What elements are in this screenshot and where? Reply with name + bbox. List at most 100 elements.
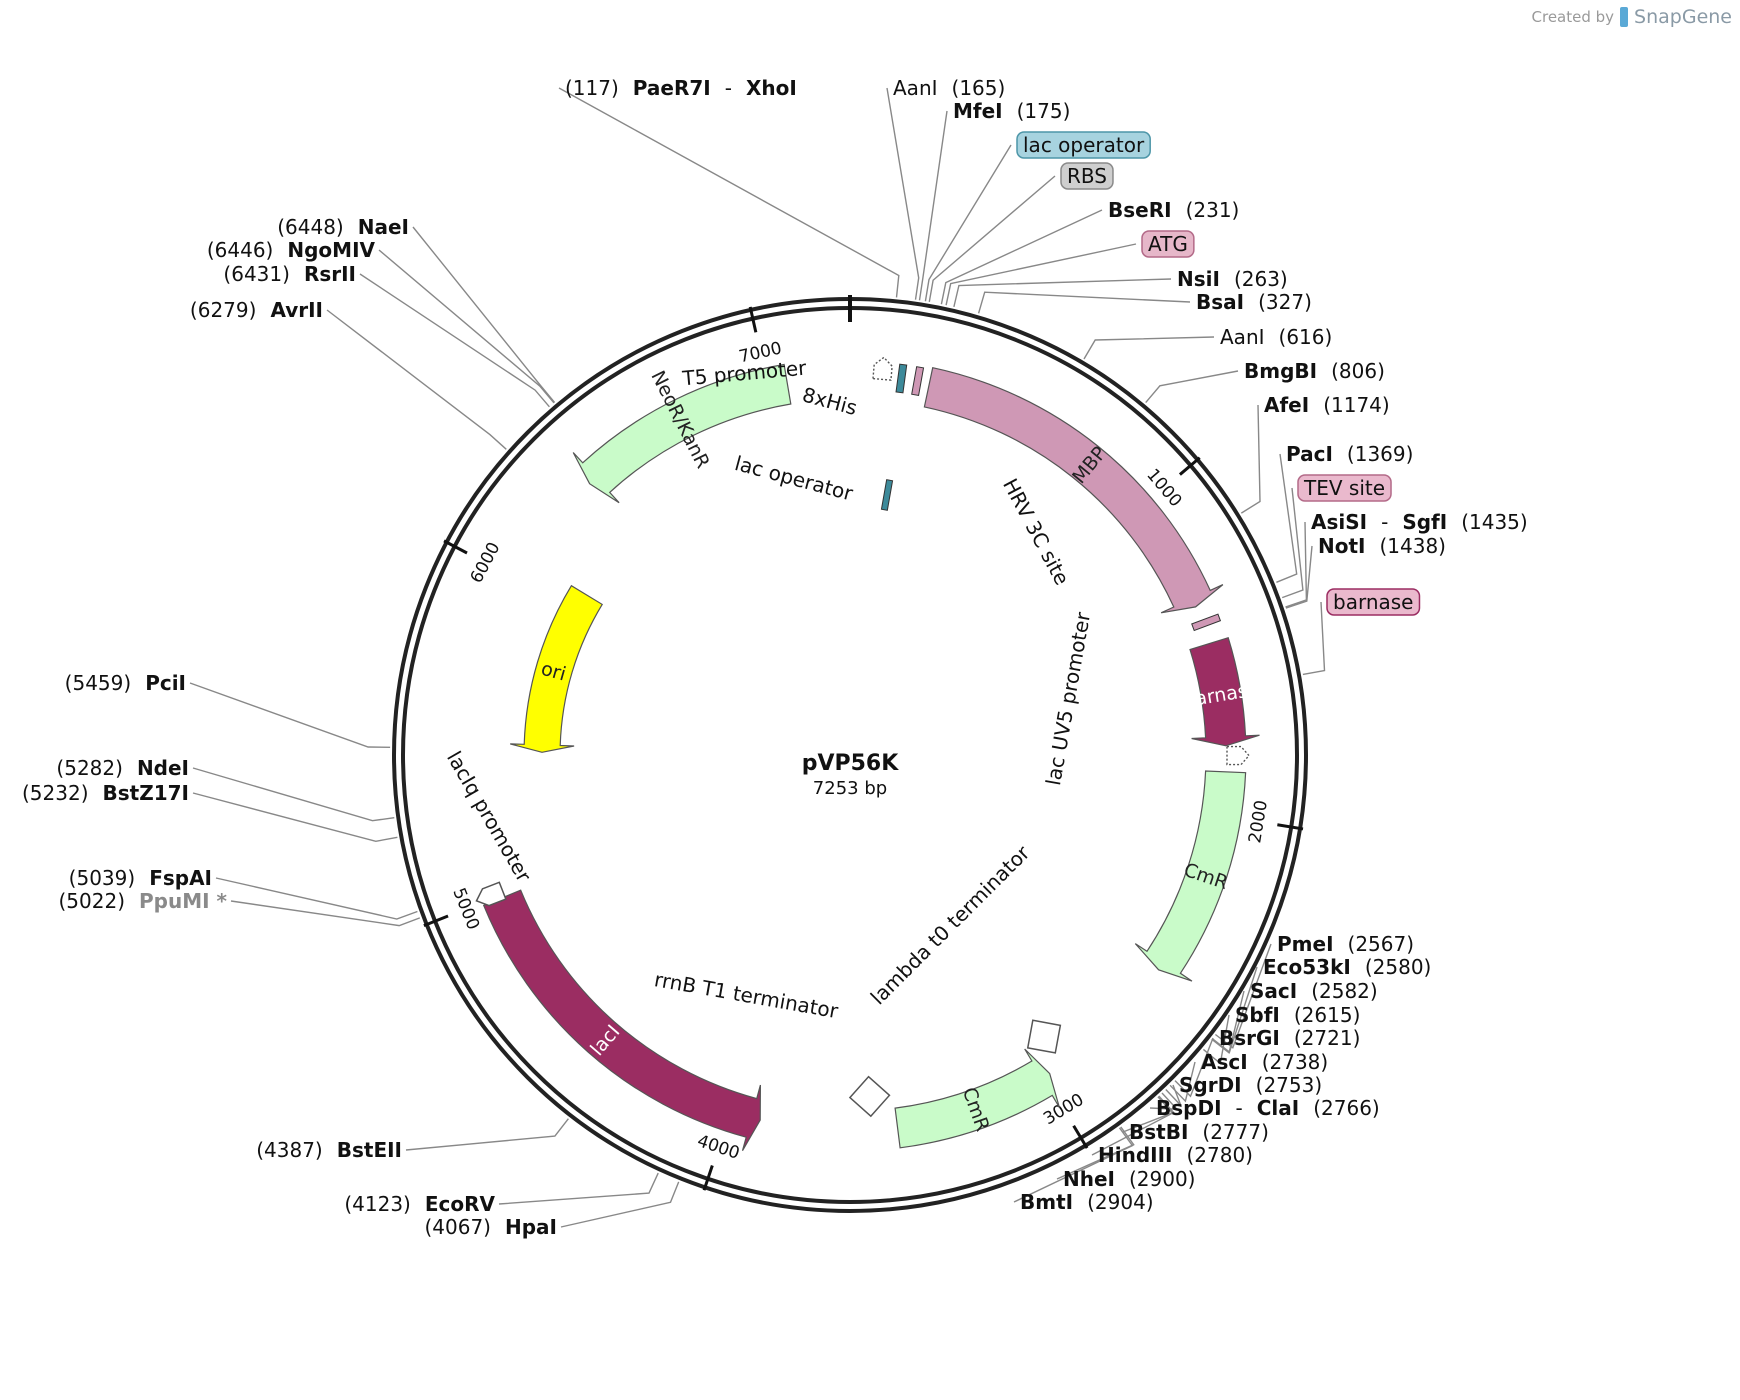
site-leader-line (1091, 1096, 1174, 1156)
tick-mark (702, 1165, 714, 1191)
restriction-site-label: PacI(1369) (1286, 442, 1413, 466)
restriction-site-label: (4123)EcoRV (344, 1192, 495, 1216)
restriction-site-label: barnase (1326, 588, 1421, 616)
enzyme-name: PaeR7I (633, 76, 711, 100)
enzyme-name: AvrII (270, 298, 323, 322)
lambda-terminator-icon (1026, 1019, 1062, 1054)
site-leader-line (558, 87, 900, 298)
site-leader-line (918, 110, 948, 301)
site-leader-line (1302, 601, 1326, 676)
site-position: (4387) (256, 1138, 323, 1162)
site-leader-line (1276, 453, 1298, 583)
feature-arrow-ori (510, 584, 604, 753)
site-leader-line (1056, 1126, 1135, 1180)
lac-operator-mark-icon (895, 363, 908, 394)
lac-operator-inner-mark (880, 479, 894, 511)
enzyme-name: BstEII (337, 1138, 402, 1162)
restriction-site-label: (6279)AvrII (190, 298, 323, 322)
enzyme-name: PmeI (1277, 932, 1334, 956)
site-position: (2721) (1294, 1026, 1361, 1050)
enzyme-name: SbfI (1235, 1003, 1280, 1027)
enzyme-name: MfeI (953, 99, 1003, 123)
site-name: AanI (893, 76, 938, 100)
site-leader-line (1202, 1014, 1230, 1065)
inner-feature-label: lambda t0 terminator (866, 840, 1035, 1009)
enzyme-name: Eco53kI (1263, 955, 1351, 979)
site-leader-line (1145, 370, 1239, 404)
site-leader-line (412, 226, 556, 403)
site-leader-line (498, 1172, 659, 1205)
feature-arrow-cmr (1134, 770, 1247, 982)
site-position: (263) (1234, 267, 1288, 291)
site-position: (165) (952, 76, 1006, 100)
enzyme-name: XhoI (746, 76, 797, 100)
enzyme-name: AscI (1201, 1050, 1248, 1074)
site-position: (327) (1258, 290, 1312, 314)
inner-feature-label: rrnB T1 terminator (652, 967, 840, 1023)
site-leader-line (1211, 990, 1245, 1055)
site-position: (4123) (344, 1192, 411, 1216)
restriction-site-label: SgrDI(2753) (1179, 1073, 1322, 1097)
restriction-site-label: ATG (1141, 230, 1195, 258)
site-leader-line (405, 1118, 569, 1151)
site-position: (5282) (56, 756, 123, 780)
site-leader-line (560, 1181, 680, 1228)
enzyme-name: PpuMI * (139, 889, 228, 913)
restriction-site-label: RBS (1060, 162, 1114, 190)
site-position: (6431) (223, 262, 290, 286)
restriction-site-label: BmgBI(806) (1244, 359, 1385, 383)
feature-tag-box (1326, 588, 1421, 616)
site-position: (616) (1279, 325, 1333, 349)
enzyme-name: AfeI (1264, 393, 1309, 417)
restriction-site-label: NotI(1438) (1318, 534, 1446, 558)
tick-mark (1178, 456, 1201, 476)
credit-brand: SnapGene (1634, 6, 1732, 28)
site-leader-line (230, 900, 421, 927)
enzyme-name: NotI (1318, 534, 1365, 558)
site-leader-line (928, 175, 1056, 303)
site-position: (2567) (1348, 932, 1415, 956)
feature-arrow-neor-kanr (572, 363, 792, 504)
tick-label: 5000 (448, 885, 483, 933)
enzyme-name: BsrGI (1219, 1026, 1280, 1050)
site-position: (2738) (1262, 1050, 1329, 1074)
restriction-site-label: (4387) BstEII (256, 1138, 402, 1162)
site-leader-line (1165, 1084, 1182, 1106)
enzyme-name: NsiI (1177, 267, 1220, 291)
credit-prefix: Created by (1531, 8, 1615, 26)
restriction-site-label: NheI(2900) (1063, 1167, 1196, 1191)
feature-arrow-laci (482, 889, 761, 1152)
site-leader-line (359, 273, 550, 408)
enzyme-name: NaeI (358, 215, 409, 239)
site-position: - (725, 76, 732, 100)
site-position: (5022) (59, 889, 126, 913)
inner-feature-label: 8xHis (800, 382, 860, 420)
restriction-site-label: AanI (616) (1220, 325, 1332, 349)
site-leader-line (953, 278, 1172, 308)
site-position: (4067) (424, 1215, 491, 1239)
site-position: (5459) (65, 671, 132, 695)
feature-arrow-barnase (1189, 636, 1260, 747)
restriction-site-label: TEV site (1297, 474, 1392, 502)
site-position: (1435) (1461, 510, 1528, 534)
plasmid-backbone (392, 295, 1308, 1213)
restriction-site-label: (6431)RsrII (223, 262, 356, 286)
inner-feature-label: lacIq promoter (442, 747, 536, 887)
restriction-site-label: (4067)HpaI (424, 1215, 557, 1239)
laciq-promoter-icon (475, 881, 507, 907)
restriction-site-label: AanI (165) (893, 76, 1005, 100)
site-leader-line (886, 87, 920, 300)
enzyme-name: BmtI (1020, 1190, 1073, 1214)
site-leader-line (945, 243, 1137, 306)
site-position: (6446) (207, 238, 274, 262)
site-leader-line (215, 877, 418, 920)
feature-tag-label: lac operator (1023, 133, 1145, 157)
restriction-site-label: (5232)BstZ17I (22, 781, 189, 805)
site-position: (175) (1017, 99, 1071, 123)
restriction-site-label: (117)PaeR7I-XhoI (565, 76, 797, 100)
restriction-site-label: (5039)FspAI (69, 866, 212, 890)
site-name: AanI (1220, 325, 1265, 349)
restriction-site-label: SbfI(2615) (1235, 1003, 1360, 1027)
